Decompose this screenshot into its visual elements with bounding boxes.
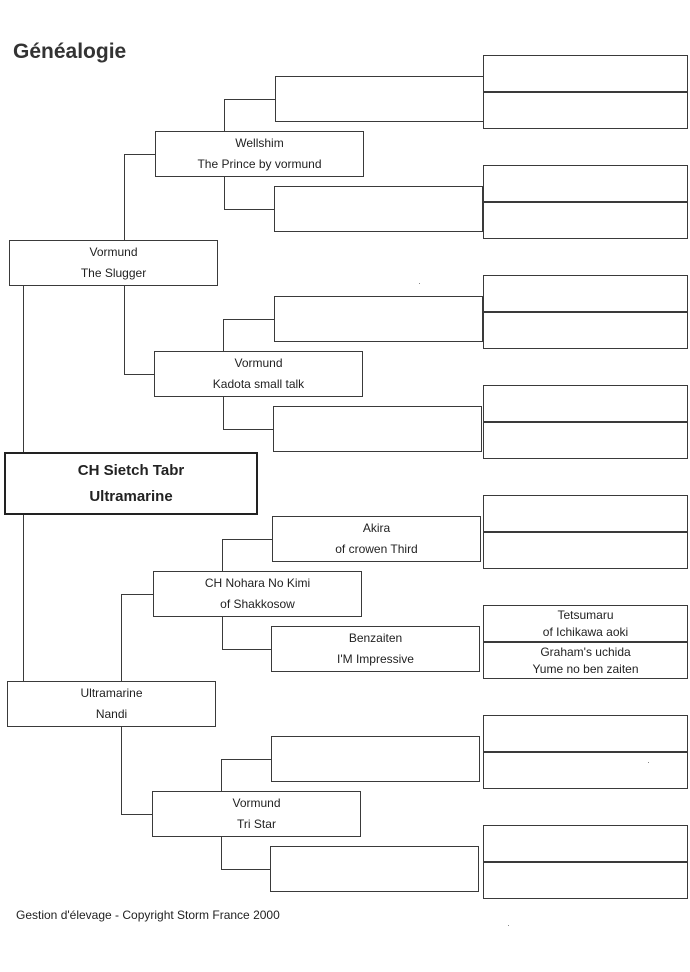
connector-line — [224, 177, 225, 209]
connector-line — [124, 154, 155, 155]
connector-line — [23, 515, 24, 681]
great-grandparent-box-line2: I'M Impressive — [337, 652, 414, 666]
connector-line — [224, 209, 274, 210]
connector-line — [221, 837, 222, 869]
dam-box-line2: Nandi — [95, 707, 128, 721]
connector-line — [124, 286, 125, 374]
great-great-grandparent-box-line1: Graham's uchida — [540, 644, 631, 659]
connector-line — [224, 99, 225, 131]
connector-line — [221, 869, 270, 870]
connector-line — [223, 429, 273, 430]
grandparent-box-dam-sire: CH Nohara No Kimi of Shakkosow — [153, 571, 362, 617]
subject-box-line2: Ultramarine — [89, 487, 173, 505]
great-grandparent-box — [274, 296, 483, 342]
connector-line — [224, 99, 275, 100]
page-title: Généalogie — [13, 40, 127, 63]
scan-speck — [508, 925, 509, 926]
connector-line — [124, 374, 154, 375]
connector-line — [222, 539, 223, 571]
grandparent-box-dam-dam-line1: Vormund — [232, 796, 281, 810]
connector-line — [121, 814, 152, 815]
connector-line — [223, 319, 224, 351]
great-great-grandparent-box — [483, 202, 688, 239]
sire-box-line2: The Slugger — [80, 266, 147, 280]
connector-line — [222, 617, 223, 649]
sire-box-line1: Vormund — [89, 245, 138, 259]
connector-line — [223, 319, 274, 320]
connector-line — [222, 539, 272, 540]
great-grandparent-box-line2: of crowen Third — [335, 542, 418, 556]
connector-line — [121, 594, 122, 681]
great-great-grandparent-box — [483, 422, 688, 459]
great-grandparent-box — [273, 406, 482, 452]
great-great-grandparent-box — [483, 715, 688, 752]
grandparent-box-dam-dam-line2: Tri Star — [237, 817, 276, 831]
great-great-grandparent-box — [483, 495, 688, 532]
great-grandparent-box-line1: Benzaiten — [348, 631, 403, 645]
grandparent-box-sire-sire-line2: The Prince by vormund — [197, 157, 322, 171]
great-grandparent-box — [274, 186, 483, 232]
page-footer: Gestion d'élevage - Copyright Storm Fran… — [16, 908, 280, 922]
grandparent-box-sire-dam-line1: Vormund — [234, 356, 283, 370]
grandparent-box-sire-sire-line1: Wellshim — [235, 136, 284, 150]
great-great-grandparent-box — [483, 752, 688, 789]
connector-line — [221, 759, 271, 760]
great-great-grandparent-box — [483, 55, 688, 92]
subject-box-line1: CH Sietch Tabr — [77, 461, 185, 479]
great-great-grandparent-box — [483, 312, 688, 349]
great-great-grandparent-box — [483, 532, 688, 569]
connector-line — [223, 397, 224, 429]
connector-line — [221, 759, 222, 791]
scan-speck — [419, 283, 420, 284]
great-great-grandparent-box — [483, 825, 688, 862]
connector-line — [124, 154, 125, 240]
great-great-grandparent-box — [483, 275, 688, 312]
grandparent-box-dam-sire-line1: CH Nohara No Kimi — [204, 576, 311, 590]
great-grandparent-box: Akira of crowen Third — [272, 516, 481, 562]
great-grandparent-box — [271, 736, 480, 782]
great-grandparent-box — [275, 76, 484, 122]
great-great-grandparent-box-line2: Yume no ben zaiten — [532, 661, 639, 676]
connector-line — [23, 286, 24, 452]
dam-box-line1: Ultramarine — [80, 686, 143, 700]
grandparent-box-dam-sire-line2: of Shakkosow — [220, 597, 295, 611]
great-great-grandparent-box: Tetsumaru of Ichikawa aoki — [483, 605, 688, 642]
great-grandparent-box-line1: Akira — [362, 521, 391, 535]
connector-line — [121, 727, 122, 814]
grandparent-box-sire-dam-line2: Kadota small talk — [212, 377, 305, 391]
great-great-grandparent-box-line1: Tetsumaru — [557, 607, 614, 622]
great-great-grandparent-box — [483, 385, 688, 422]
great-great-grandparent-box — [483, 862, 688, 899]
connector-line — [222, 649, 271, 650]
great-great-grandparent-box — [483, 165, 688, 202]
great-great-grandparent-box — [483, 92, 688, 129]
great-great-grandparent-box-line2: of Ichikawa aoki — [542, 624, 629, 639]
scan-speck — [648, 762, 649, 763]
great-grandparent-box — [270, 846, 479, 892]
connector-line — [121, 594, 153, 595]
